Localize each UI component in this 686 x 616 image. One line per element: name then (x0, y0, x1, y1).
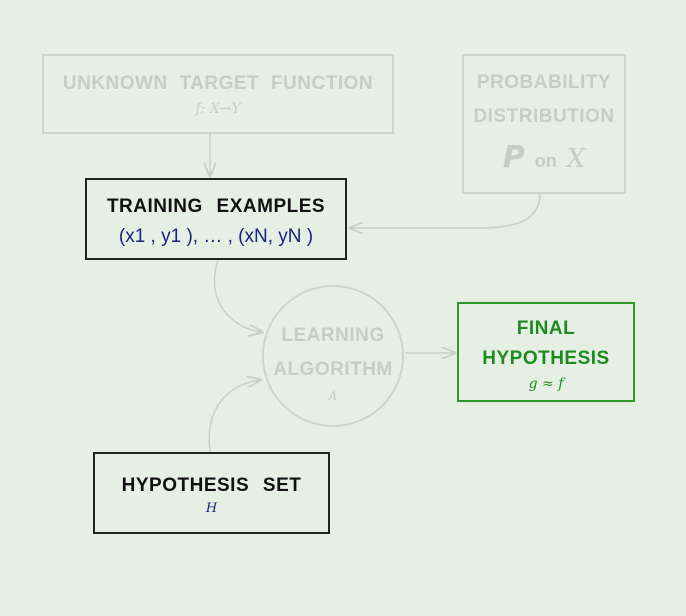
arrow-training-to-algorithm (213, 259, 262, 332)
training-examples-title: TRAINING EXAMPLES (106, 196, 326, 217)
probability-connector: on (534, 151, 557, 171)
probability-title-line2: DISTRIBUTION (473, 106, 615, 127)
learning-algorithm-circle: LEARNING ALGORITHM A (262, 285, 404, 427)
hypothesis-set-box: HYPOTHESIS SET H (93, 452, 330, 534)
probability-title-line1: PROBABILITY (476, 72, 612, 93)
probability-symbol: P (502, 140, 525, 175)
final-title-line2: HYPOTHESIS (482, 348, 610, 369)
hypothesis-set-symbol: H (205, 501, 218, 516)
target-function-box: UNKNOWN TARGET FUNCTION f: X→Y (42, 54, 394, 134)
arrow-hset-to-algorithm (208, 380, 260, 453)
final-hypothesis-box: FINAL HYPOTHESIS g ≈ f (457, 302, 635, 402)
algorithm-title-line2: ALGORITHM (273, 359, 393, 380)
algorithm-title-line1: LEARNING (281, 325, 385, 346)
training-examples-formula: (x1 , y1 ), … , (xN, yN ) (118, 226, 314, 247)
target-function-title: UNKNOWN TARGET FUNCTION (62, 73, 374, 94)
input-space-symbol: X (566, 144, 586, 174)
final-title-line1: FINAL (516, 318, 576, 339)
algorithm-symbol: A (328, 389, 338, 403)
target-function-formula: f: X→Y (195, 101, 241, 117)
arrow-probability-to-training (350, 193, 541, 228)
hypothesis-set-title: HYPOTHESIS SET (121, 475, 302, 496)
final-hypothesis-formula: g ≈ f (528, 376, 564, 392)
training-examples-box: TRAINING EXAMPLES (x1 , y1 ), … , (xN, y… (85, 178, 347, 260)
